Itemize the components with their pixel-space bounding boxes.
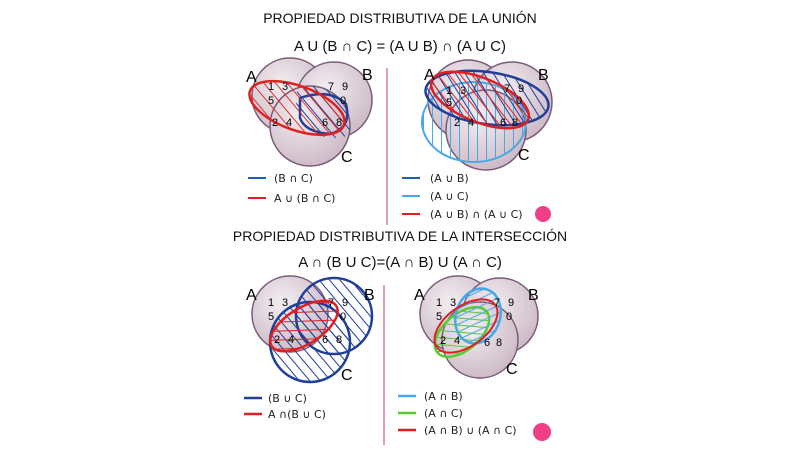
label-b: B <box>362 67 373 84</box>
el-0: 0 <box>516 95 522 107</box>
el-3: 3 <box>282 81 288 93</box>
el-1: 1 <box>268 297 274 309</box>
legend-b-cup-c: (B ∪ C) <box>268 392 307 405</box>
intersection-formula: A ∩ (B U C)=(A ∩ B) U (A ∩ C) <box>298 254 502 271</box>
el-8: 8 <box>336 334 342 346</box>
label-a: A <box>246 287 257 304</box>
el-4: 4 <box>454 335 460 347</box>
legend-a-cup-b-cap-c: A ∪ (B ∩ C) <box>274 192 335 205</box>
el-0: 0 <box>506 311 512 323</box>
el-5: 5 <box>436 311 442 323</box>
legend-result: (A ∩ B) ∪ (A ∩ C) <box>424 424 517 437</box>
el-3: 3 <box>460 85 466 97</box>
el-4: 4 <box>288 334 294 346</box>
label-a: A <box>246 69 257 86</box>
a-cap-b-cup-c-outline <box>269 299 339 353</box>
a-union-bc-outline <box>248 79 346 137</box>
el-5: 5 <box>446 97 452 109</box>
el-8: 8 <box>512 117 518 129</box>
el-5: 5 <box>268 95 274 107</box>
el-8: 8 <box>336 117 342 129</box>
el-2: 2 <box>274 334 280 346</box>
venn-intersection-right: A B C 1 3 5 7 9 0 2 4 6 8 <box>414 275 539 379</box>
legend-a-cap-b-cup-c: A ∩(B ∪ C) <box>268 408 326 421</box>
label-b: B <box>364 287 375 304</box>
el-9: 9 <box>342 81 348 93</box>
el-7: 7 <box>328 297 334 309</box>
el-6: 6 <box>322 117 328 129</box>
el-9: 9 <box>508 297 514 309</box>
el-1: 1 <box>268 81 274 93</box>
legend-a-cap-b: (A ∩ B) <box>424 390 463 403</box>
legend-result: (A ∪ B) ∩ (A ∪ C) <box>430 208 523 221</box>
el-6: 6 <box>500 117 506 129</box>
el-0: 0 <box>340 311 346 323</box>
legend-intersection-right: (A ∩ B) (A ∩ C) (A ∩ B) ∪ (A ∩ C) <box>398 390 551 441</box>
legend-b-cap-c: (B ∩ C) <box>274 172 313 185</box>
label-c: C <box>506 361 518 378</box>
el-4: 4 <box>468 117 474 129</box>
legend-union-left: (B ∩ C) A ∪ (B ∩ C) <box>248 172 335 205</box>
el-0: 0 <box>340 95 346 107</box>
label-c: C <box>518 147 530 164</box>
venn-union-left: A B C 1 3 5 7 9 0 2 4 6 8 <box>246 57 373 167</box>
result-outline <box>429 70 531 130</box>
legend-a-cup-b: (A ∪ B) <box>430 172 469 185</box>
result-outline <box>433 298 499 354</box>
label-c: C <box>341 149 353 166</box>
legend-a-cup-c: (A ∪ C) <box>430 190 469 203</box>
el-7: 7 <box>504 83 510 95</box>
el-5: 5 <box>268 311 274 323</box>
label-c: C <box>341 367 353 384</box>
union-title: PROPIEDAD DISTRIBUTIVA DE LA UNIÓN <box>263 10 537 26</box>
el-7: 7 <box>328 81 334 93</box>
intersection-title: PROPIEDAD DISTRIBUTIVA DE LA INTERSECCIÓ… <box>232 228 568 244</box>
el-1: 1 <box>436 297 442 309</box>
el-3: 3 <box>282 297 288 309</box>
legend-a-cap-c: (A ∩ C) <box>424 407 463 420</box>
label-a: A <box>414 287 425 304</box>
el-4: 4 <box>286 117 292 129</box>
label-b: B <box>528 287 539 304</box>
el-3: 3 <box>450 297 456 309</box>
el-9: 9 <box>342 297 348 309</box>
pink-dot <box>533 423 551 441</box>
venn-intersection-left: A B C 1 3 5 7 9 0 2 4 6 8 <box>246 275 375 384</box>
el-6: 6 <box>322 334 328 346</box>
venn-union-right: A B C 1 3 5 7 9 0 2 4 6 8 <box>421 59 553 171</box>
el-7: 7 <box>494 297 500 309</box>
label-b: B <box>538 67 549 84</box>
el-2: 2 <box>454 117 460 129</box>
pink-dot <box>535 206 551 222</box>
el-6: 6 <box>484 337 490 349</box>
el-1: 1 <box>446 85 452 97</box>
legend-intersection-left: (B ∪ C) A ∩(B ∪ C) <box>244 392 326 421</box>
legend-union-right: (A ∪ B) (A ∪ C) (A ∪ B) ∩ (A ∪ C) <box>402 172 551 222</box>
label-a: A <box>424 67 435 84</box>
el-2: 2 <box>272 117 278 129</box>
el-9: 9 <box>518 83 524 95</box>
el-2: 2 <box>440 335 446 347</box>
el-8: 8 <box>496 337 502 349</box>
union-formula: A U (B ∩ C) = (A U B) ∩ (A U C) <box>293 38 506 55</box>
